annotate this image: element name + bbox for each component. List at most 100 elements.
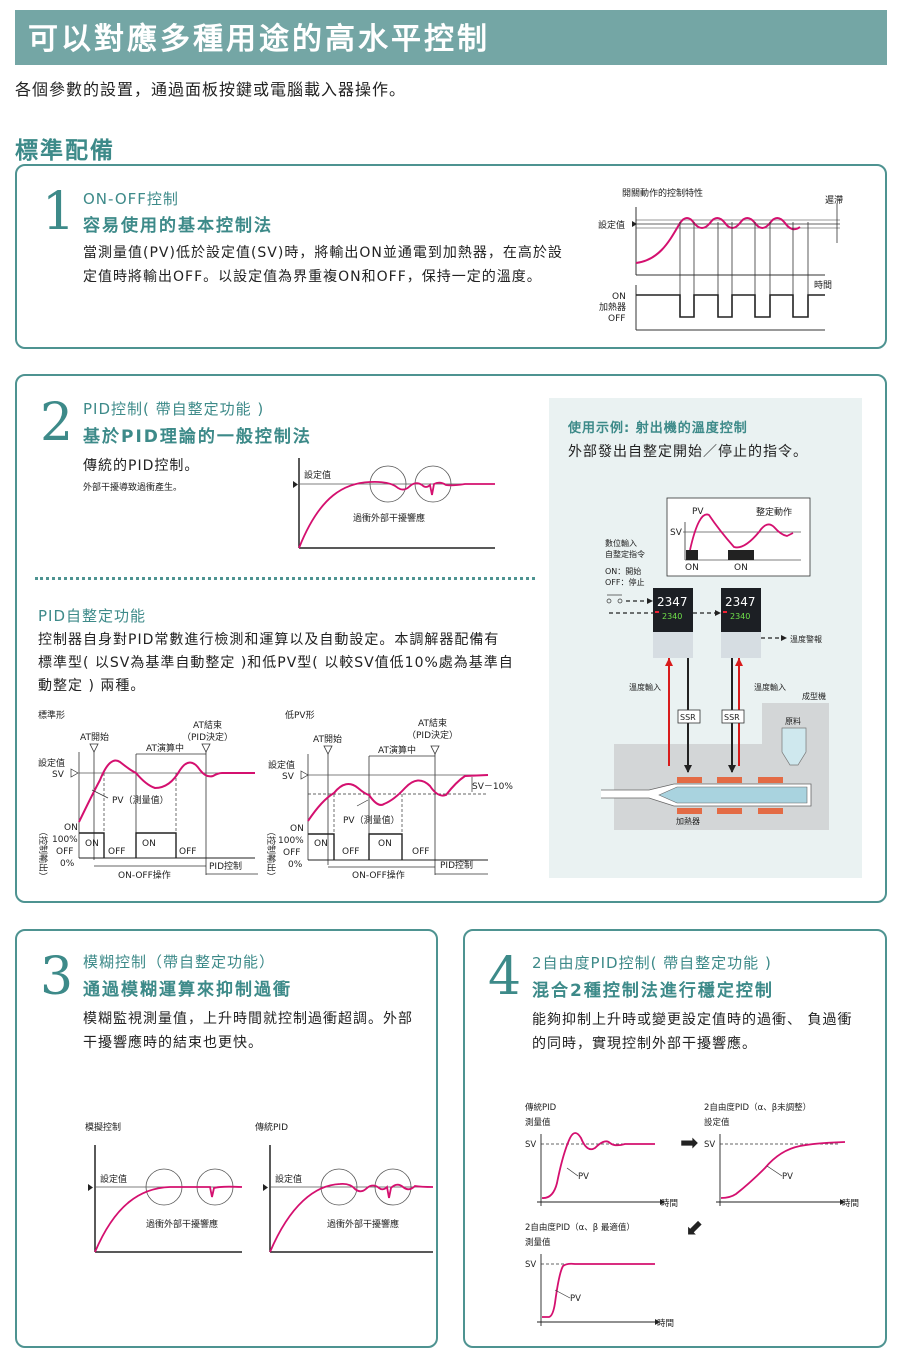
card-number: 2 (40, 393, 74, 453)
chart-title: 2自由度PID（α、β 最適值） (525, 1222, 635, 1233)
at-running-label: AT演算中 (378, 744, 416, 756)
controller-left: 2347 2340 (653, 588, 693, 658)
on-box-label: ON (142, 839, 156, 849)
arrow-down-left-icon: ⬋ (685, 1216, 704, 1241)
example-desc: 外部發出自整定開始／停止的指令。 (568, 444, 808, 460)
caption: 過衝外部干擾響應 (146, 1218, 218, 1230)
card-heading: 基於PID理論的一般控制法 (83, 427, 312, 447)
card-body-line: 能夠抑制上升時或變更設定值時的過衝、 負過衝 (532, 1012, 853, 1028)
card-heading: 容易使用的基本控制法 (83, 216, 273, 236)
at-end-label: AT結束 (418, 717, 447, 729)
card-heading: 通過模糊運算來抑制過衝 (83, 980, 292, 1000)
time-label: 時間 (814, 280, 832, 291)
chart-title: 開關動作的控制特性 (622, 187, 703, 199)
card-subtitle: PID控制( 帶自整定功能 ) (83, 400, 265, 418)
pid-decided-label: （PID決定） (182, 731, 233, 743)
caption: 過衝外部干擾響應 (353, 512, 425, 524)
setpoint-label: 設定值 (100, 1173, 127, 1185)
setpoint-label: 設定值 (38, 757, 65, 769)
divider (35, 577, 535, 580)
ylabel: 設定值 (704, 1117, 730, 1128)
setpoint-label: 設定值 (598, 219, 625, 231)
sv-label: SV (525, 1140, 536, 1150)
card-subtitle: 2自由度PID控制( 帶自整定功能 ) (532, 954, 772, 972)
temp-input-label: 溫度輸入 (754, 682, 786, 692)
2dof-unadjusted-chart: 2自由度PID（α、β未調整） 設定值 SV PV 時間 (704, 1102, 859, 1208)
pv-label: PV (578, 1172, 589, 1182)
off-box-label: OFF (342, 847, 359, 857)
sv-label: SV (282, 772, 295, 782)
on-axis-label: ON (64, 823, 78, 833)
pid-decided-label: （PID決定） (407, 729, 458, 741)
on-label: ON (612, 292, 626, 302)
at-end-label: AT結束 (193, 719, 222, 731)
traditional-pid-chart: 傳統PID 設定值 過衝外部干擾響應 (255, 1121, 434, 1253)
autotune-line: 控制器自身對PID常數進行檢測和運算以及自動設定。本調解器配備有 (38, 632, 500, 648)
digital-input-label: 數位輸入 (605, 538, 637, 548)
setpoint-label: 設定值 (268, 759, 295, 771)
autotune-cmd-label: 自整定指令 (605, 549, 645, 559)
example-title: 使用示例: 射出機的溫度控制 (568, 421, 748, 436)
output-axis-label: （控制輸出） (265, 827, 277, 881)
time-label: 時間 (661, 1199, 678, 1208)
at-start-label: AT開始 (80, 731, 109, 743)
card-number: 3 (40, 947, 74, 1007)
injection-diagram: PV 整定動作 SV ON ON 數位輸入 自整定指令 ON：開始 OFF：停止… (601, 497, 829, 830)
controller-right: 2347 2340 (721, 588, 761, 658)
sv-label: SV (704, 1140, 715, 1150)
fuzzy-response-chart: 模擬控制 設定值 過衝外部干擾響應 (85, 1121, 243, 1253)
sv-label: SV (52, 770, 65, 780)
off-axis-label: OFF (283, 848, 300, 858)
off-axis-label: OFF (56, 847, 73, 857)
at-start-label: AT開始 (313, 733, 342, 745)
autotune-line: 動整定 ) 兩種。 (38, 678, 146, 694)
chart-title: 傳統PID (255, 1121, 288, 1133)
p0-label: 0% (288, 860, 303, 870)
on-start-label: ON：開始 (605, 566, 641, 576)
on-box-label: ON (85, 839, 99, 849)
setpoint-label: 設定值 (275, 1173, 302, 1185)
off-stop-label: OFF：停止 (605, 577, 645, 587)
on-label: ON (734, 563, 748, 573)
intro-text: 各個參數的設置，通過面板按鍵或電腦載入器操作。 (15, 80, 407, 99)
display-bottom: 2340 (662, 612, 682, 621)
off-box-label: OFF (108, 847, 125, 857)
autotune-title: PID自整定功能 (38, 607, 147, 625)
card-subtitle: 模糊控制（帶自整定功能） (83, 953, 276, 971)
on-axis-label: ON (290, 824, 304, 834)
display-top: 2347 (725, 595, 756, 609)
card-heading: 混合2種控制法進行穩定控制 (532, 981, 774, 1001)
card-number: 4 (488, 947, 522, 1007)
temp-alarm-label: 溫度警報 (790, 634, 822, 644)
off-box-label: OFF (179, 847, 196, 857)
autotune-line: 標準型( 以SV為基準自動整定 )和低PV型( 以較SV值低10%處為基準自 (38, 655, 514, 671)
card-body-line: 模糊監視測量值，上升時間就控制過衝超調。外部 (83, 1011, 413, 1027)
standard-autotune-chart: 標準形 AT結束 （PID決定） AT開始 AT演算中 設定值 SV PV（測量… (37, 709, 258, 881)
display-bottom: 2340 (730, 612, 750, 621)
pv-label: PV (570, 1294, 581, 1304)
pid-control-label: PID控制 (440, 859, 473, 871)
card-subtitle: ON-OFF控制 (83, 190, 179, 208)
ylabel: 測量值 (525, 1237, 551, 1248)
ylabel: 測量值 (525, 1117, 551, 1128)
page-title: 可以對應多種用途的高水平控制 (28, 22, 490, 57)
ssr-label: SSR (680, 713, 696, 722)
time-label: 時間 (657, 1319, 674, 1328)
onoff-operation-label: ON-OFF操作 (118, 869, 171, 881)
card-body-line: 定值時將輸出OFF。以設定值為界重複ON和OFF，保持一定的溫度。 (83, 269, 542, 285)
low-pv-autotune-chart: 低PV形 AT結束 （PID決定） AT開始 AT演算中 設定值 SV SV－1… (265, 709, 513, 881)
onoff-operation-label: ON-OFF操作 (352, 869, 405, 881)
chart-title: 2自由度PID（α、β未調整） (704, 1102, 811, 1113)
time-label: 時間 (842, 1199, 859, 1208)
tuning-label: 整定動作 (756, 506, 792, 518)
chart-title: 模擬控制 (85, 1121, 121, 1133)
card-onoff-control (15, 164, 887, 349)
title-banner (15, 10, 887, 65)
ssr-label: SSR (724, 713, 740, 722)
sv-minus-10-label: SV－10% (472, 782, 513, 792)
card-body-line: 的同時，實現控制外部干擾響應。 (532, 1036, 757, 1052)
output-axis-label: （控制輸出） (37, 827, 49, 881)
onoff-chart: 開關動作的控制特性 遲滯 設定值 時間 ON 加熱器 OFF (598, 187, 843, 331)
off-box-label: OFF (412, 847, 429, 857)
traditional-pid-step-chart: 傳統PID 測量值 SV PV 時間 (525, 1102, 678, 1208)
